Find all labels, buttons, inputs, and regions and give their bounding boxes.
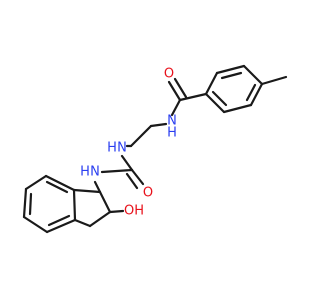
bond — [204, 92, 226, 114]
carbonyl-bond — [178, 92, 208, 102]
methyl-bond — [260, 75, 288, 86]
bond — [22, 215, 49, 234]
toluene-ring — [204, 64, 288, 114]
bond — [215, 64, 246, 75]
carbonyl-double-bond — [167, 80, 182, 102]
indane-nitrogen-label: N — [90, 165, 100, 180]
aromatic-double-bond — [220, 71, 243, 80]
atom-labels: O N H N H O N H OH — [80, 67, 177, 219]
bond — [100, 168, 134, 174]
amide-cn-bond — [170, 98, 182, 117]
structure-canvas: O N H N H O N H OH — [22, 64, 288, 234]
bond — [242, 64, 264, 86]
amide-nitrogen-label: N — [167, 114, 177, 129]
bond — [222, 103, 253, 114]
bond — [88, 210, 112, 228]
bond — [72, 188, 77, 222]
bond — [22, 187, 28, 219]
urea-group — [100, 154, 145, 190]
ethylene-linker — [125, 122, 168, 148]
urea-nitrogen-label: N — [117, 141, 127, 156]
bond — [249, 82, 264, 107]
bond — [120, 154, 134, 172]
aromatic-double-bond — [45, 180, 69, 194]
urea-double-bond — [125, 172, 139, 190]
aromatic-double-bond — [28, 192, 33, 216]
bond — [72, 188, 102, 194]
aromatic-double-bond — [211, 90, 228, 107]
aromatic-double-bond — [245, 83, 257, 102]
urea-nitrogen-hydrogen-label: H — [107, 141, 117, 156]
amide-group — [167, 77, 208, 117]
urea-oxygen-label: O — [143, 186, 153, 201]
bond — [45, 218, 77, 234]
indane-system — [22, 174, 125, 234]
bond — [204, 71, 219, 96]
bond — [93, 180, 102, 194]
urea-double-bond — [130, 168, 145, 186]
bond — [129, 124, 153, 148]
bond — [44, 174, 76, 192]
aromatic-double-bond — [47, 214, 71, 227]
carbonyl-double-bond — [173, 77, 188, 99]
indane-nitrogen-hydrogen-label: H — [80, 165, 90, 180]
bond — [149, 122, 168, 128]
bond — [98, 190, 112, 214]
bond — [73, 218, 92, 228]
hydroxyl-bond — [108, 209, 125, 214]
carbonyl-oxygen-label: O — [164, 67, 174, 82]
amide-nitrogen-hydrogen-label: H — [167, 126, 177, 141]
bond — [24, 174, 48, 191]
hydroxyl-label: OH — [124, 204, 144, 219]
chemical-structure-diagram: O N H N H O N H OH — [22, 64, 288, 234]
